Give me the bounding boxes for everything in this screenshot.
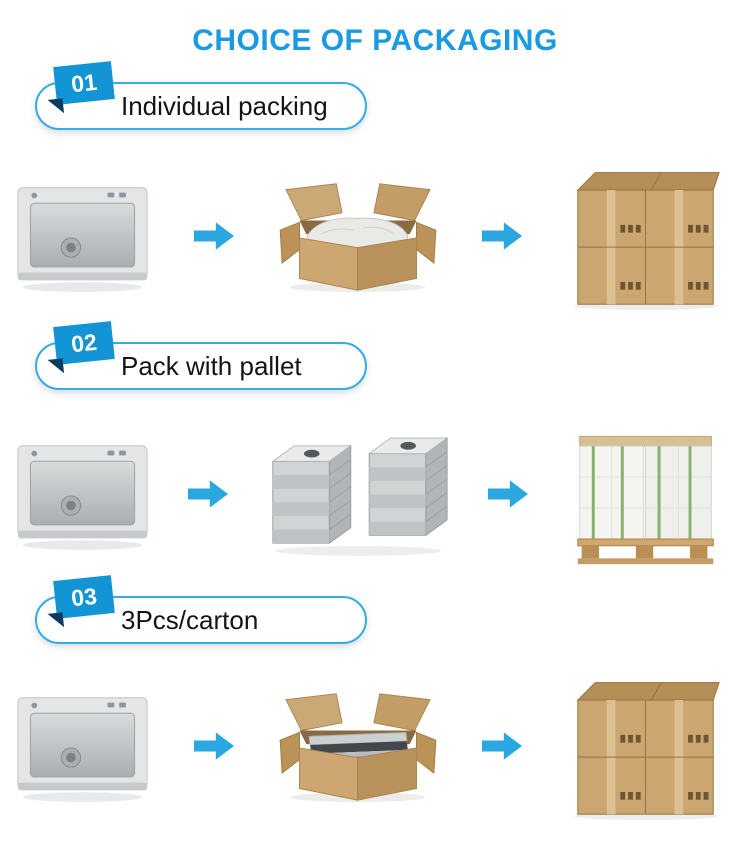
- arrow-right-icon: [488, 480, 529, 508]
- sink-product-image: [15, 688, 150, 804]
- flow-row-individual-packing: [0, 160, 750, 312]
- arrow-right-icon: [194, 732, 234, 760]
- stacked-cartons-image: [566, 671, 726, 821]
- page-title: CHOICE OF PACKAGING: [192, 24, 558, 57]
- sink-icon: [17, 187, 148, 292]
- step-number: 01: [69, 68, 99, 97]
- sink-icon: [17, 697, 148, 802]
- open-carton-foam-icon: [279, 183, 437, 293]
- sink-icon: [17, 445, 148, 550]
- step-label-pill: Pack with pallet: [35, 342, 367, 390]
- wrapped-sink-stacks-image: [266, 432, 451, 557]
- stacked-cartons-icon: [573, 172, 720, 311]
- step-label: Individual packing: [121, 90, 328, 121]
- section-header-2: Pack with pallet 02: [35, 321, 367, 390]
- step-label-pill: Individual packing: [35, 82, 367, 130]
- stacked-cartons-icon: [573, 682, 720, 821]
- step-number-badge: 01: [47, 61, 115, 115]
- wrapped-pallet-image: [566, 419, 726, 569]
- open-carton-sinks-image: [278, 688, 438, 804]
- flow-row-pack-with-pallet: [0, 418, 750, 570]
- open-carton-foam-image: [278, 178, 438, 294]
- arrow-right-icon: [482, 222, 522, 250]
- step-number-badge: 03: [47, 575, 115, 629]
- badge-fold-ribbon: [47, 358, 65, 375]
- step-number-badge: 02: [47, 321, 115, 375]
- step-number: 03: [69, 582, 99, 611]
- badge-fold-ribbon: [47, 98, 65, 115]
- step-label: Pack with pallet: [121, 350, 302, 381]
- step-label-pill: 3Pcs/carton: [35, 596, 367, 644]
- section-header-3: 3Pcs/carton 03: [35, 575, 367, 644]
- flow-row-3pcs-carton: [0, 670, 750, 822]
- stacked-cartons-image: [566, 161, 726, 311]
- section-header-1: Individual packing 01: [35, 61, 367, 130]
- sink-product-image: [15, 178, 150, 294]
- step-label: 3Pcs/carton: [121, 604, 259, 635]
- arrow-right-icon: [482, 732, 522, 760]
- arrow-right-icon: [194, 222, 234, 250]
- sink-product-image: [15, 436, 150, 552]
- badge-fold-ribbon: [47, 612, 65, 629]
- wrapped-pallet-icon: [577, 435, 714, 565]
- step-number: 02: [69, 328, 99, 357]
- wrapped-sink-stacks-icon: [270, 436, 449, 556]
- open-carton-sinks-icon: [279, 693, 437, 803]
- arrow-right-icon: [187, 480, 228, 508]
